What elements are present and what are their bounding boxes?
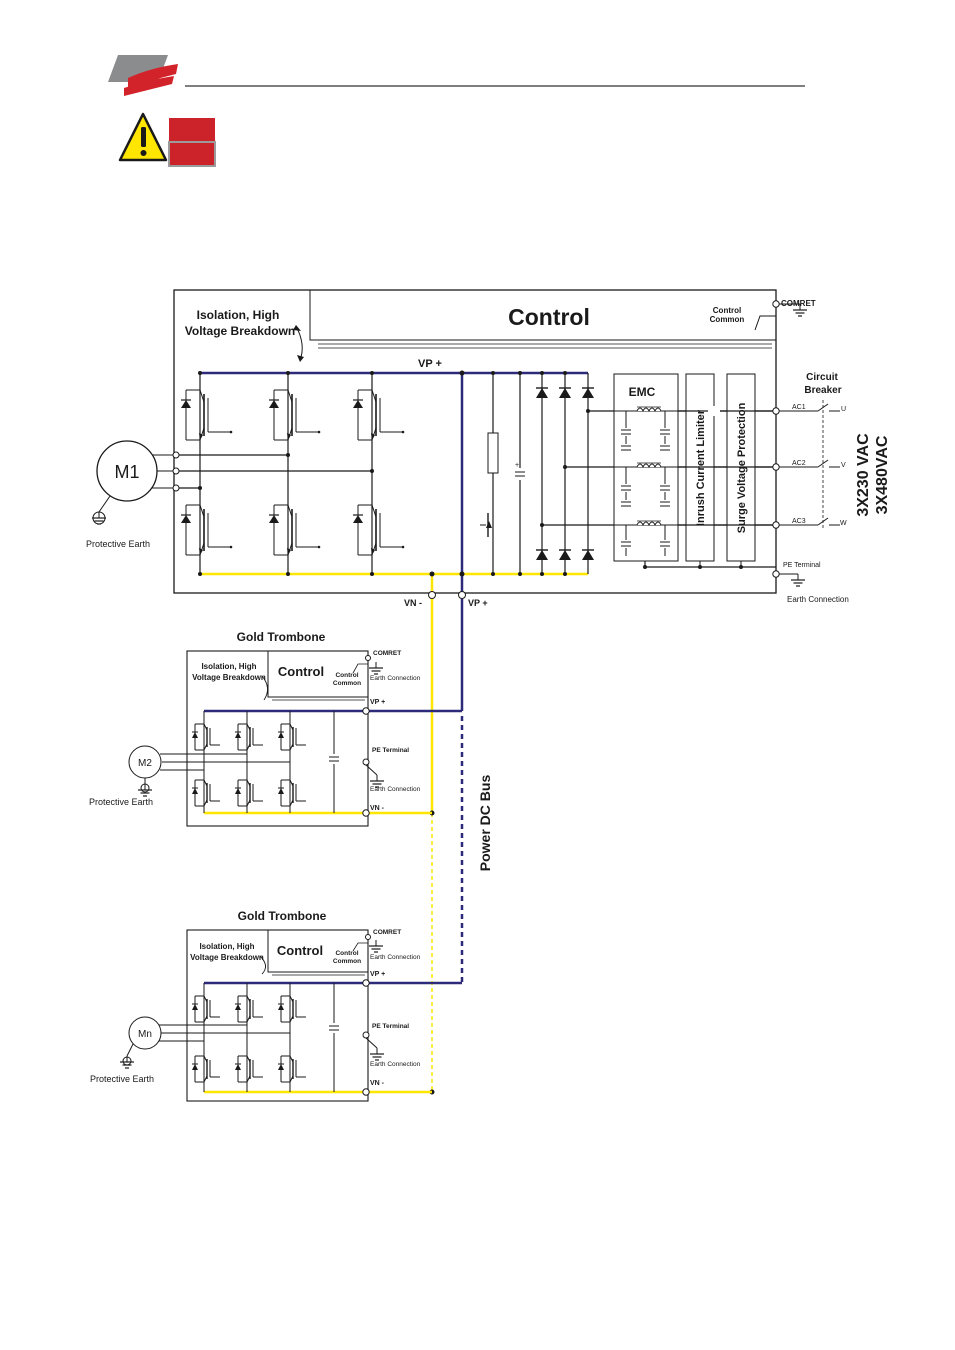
slave-earth-connection: Earth Connection (370, 1061, 421, 1068)
pe-terminal (772, 570, 780, 578)
warning-bar-bottom (168, 141, 216, 167)
supply-voltage-label: 3X230 VAC (855, 433, 872, 517)
slave-isolation-label: Isolation, High (199, 942, 254, 951)
power-dc-bus-label: Power DC Bus (477, 775, 493, 872)
vn-out-label: VN - (404, 598, 422, 608)
pe-terminal-label: PE Terminal (783, 562, 821, 569)
motor-m1 (96, 440, 158, 502)
vp-bus-label: VP + (418, 358, 442, 370)
slave-title: Gold Trombone (238, 909, 327, 923)
breaker-label: Circuit (806, 372, 838, 383)
slave-isolation-label: Voltage Breakdown (190, 953, 264, 962)
slave-control-label: Control (278, 664, 324, 679)
slave-control-label: Control (277, 943, 323, 958)
ac-terminals (772, 407, 818, 529)
motor-mn (128, 1016, 162, 1050)
isolation-arrow-icon (295, 325, 303, 361)
inrush-label: Inrush Current Limiter (695, 409, 707, 526)
slave-control-common: Common (333, 958, 361, 965)
control-title: Control (508, 304, 590, 330)
slave-title: Gold Trombone (237, 630, 326, 644)
inverter-bridge (176, 371, 406, 576)
isolation-label: Voltage Breakdown (185, 324, 295, 338)
vn-terminal (428, 591, 436, 599)
slave-earth-connection: Earth Connection (370, 786, 421, 793)
plus-icon: + (515, 462, 519, 469)
slave-earth-connection: Earth Connection (370, 954, 421, 961)
ac-label: AC1 (792, 404, 806, 411)
slave-comret: COMRET (373, 929, 401, 936)
isolation-label: Isolation, High (197, 308, 280, 322)
slave-vp-label: VP + (370, 699, 385, 706)
slave-vn-label: VN - (370, 805, 385, 812)
phase-label: U (841, 406, 846, 413)
vp-out-label: VP + (468, 598, 488, 608)
motor-terminal (148, 451, 180, 492)
slave-drive-1: Gold Trombone Isolation, High Voltage Br… (89, 630, 462, 827)
brake-resistor (487, 432, 499, 474)
emc-inductors (614, 406, 678, 556)
slave-vp-label: VP + (370, 971, 385, 978)
breaker-label: Breaker (804, 385, 841, 396)
protective-earth-label: Protective Earth (86, 539, 150, 549)
earth-connection-label: Earth Connection (787, 595, 849, 604)
motor-label: M2 (138, 758, 152, 769)
slave-isolation-label: Isolation, High (201, 662, 256, 671)
slave-control-common: Control (335, 672, 358, 679)
emc-label: EMC (629, 385, 656, 399)
phase-label: V (841, 462, 846, 469)
ground-icon (790, 573, 806, 587)
warning-bar-top (169, 118, 215, 142)
slave-drive-n: Gold Trombone Isolation, High Voltage Br… (90, 909, 462, 1102)
slave-control-common: Control (335, 950, 358, 957)
slave-control-common: Common (333, 680, 361, 687)
warning-triangle-icon (118, 112, 168, 162)
motor-label: M1 (114, 462, 139, 482)
vp-terminal (458, 591, 466, 599)
slave-pe-terminal-label: PE Terminal (372, 1023, 409, 1030)
circuit-breaker (817, 400, 840, 530)
supply-voltage-label: 3X480VAC (874, 435, 891, 514)
protective-earth-label: Protective Earth (90, 1074, 154, 1084)
surge-label: Surge Voltage Protection (736, 402, 748, 533)
control-common-label: Common (710, 315, 745, 324)
ac-label: AC3 (792, 518, 806, 525)
slave-comret: COMRET (373, 650, 401, 657)
motor-label: Mn (138, 1029, 152, 1040)
company-logo (108, 55, 178, 96)
slave-vn-label: VN - (370, 1080, 385, 1087)
slave-earth-connection: Earth Connection (370, 675, 421, 682)
brake-transistor (480, 508, 494, 542)
phase-label: W (840, 520, 847, 527)
ac-label: AC2 (792, 460, 806, 467)
protective-earth-label: Protective Earth (89, 797, 153, 807)
control-common-label: Control (713, 306, 741, 315)
rectifier-bridge (535, 371, 595, 576)
slave-isolation-label: Voltage Breakdown (192, 673, 266, 682)
slave-pe-terminal-label: PE Terminal (372, 747, 409, 754)
